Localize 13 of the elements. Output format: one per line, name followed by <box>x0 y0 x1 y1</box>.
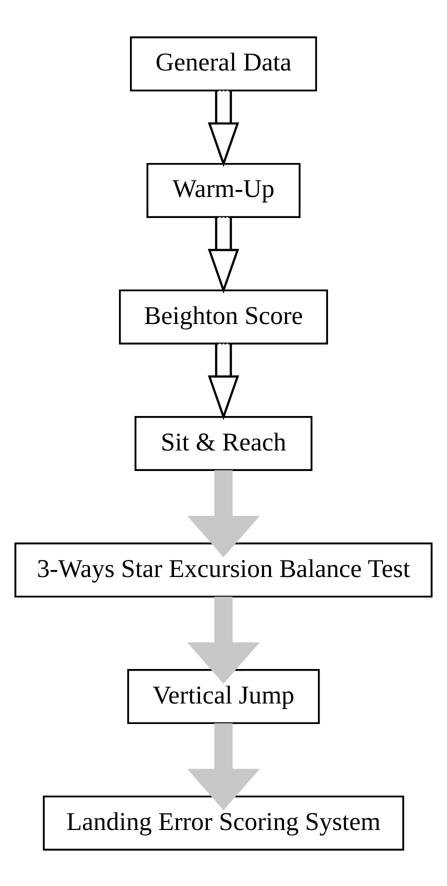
arrow <box>187 722 260 810</box>
node-box: 3-Ways Star Excursion Balance Test <box>14 542 433 598</box>
node-box: Sit & Reach <box>134 416 312 470</box>
arrow <box>187 470 260 557</box>
node-box: Warm-Up <box>146 162 301 218</box>
node-box: Vertical Jump <box>127 668 320 724</box>
arrow <box>208 343 240 420</box>
arrow <box>208 90 240 167</box>
arrow <box>187 596 260 684</box>
node-box: Beighton Score <box>118 288 328 344</box>
arrow <box>208 216 240 294</box>
node-box: Landing Error Scoring System <box>42 795 404 850</box>
node-box: General Data <box>130 36 318 91</box>
